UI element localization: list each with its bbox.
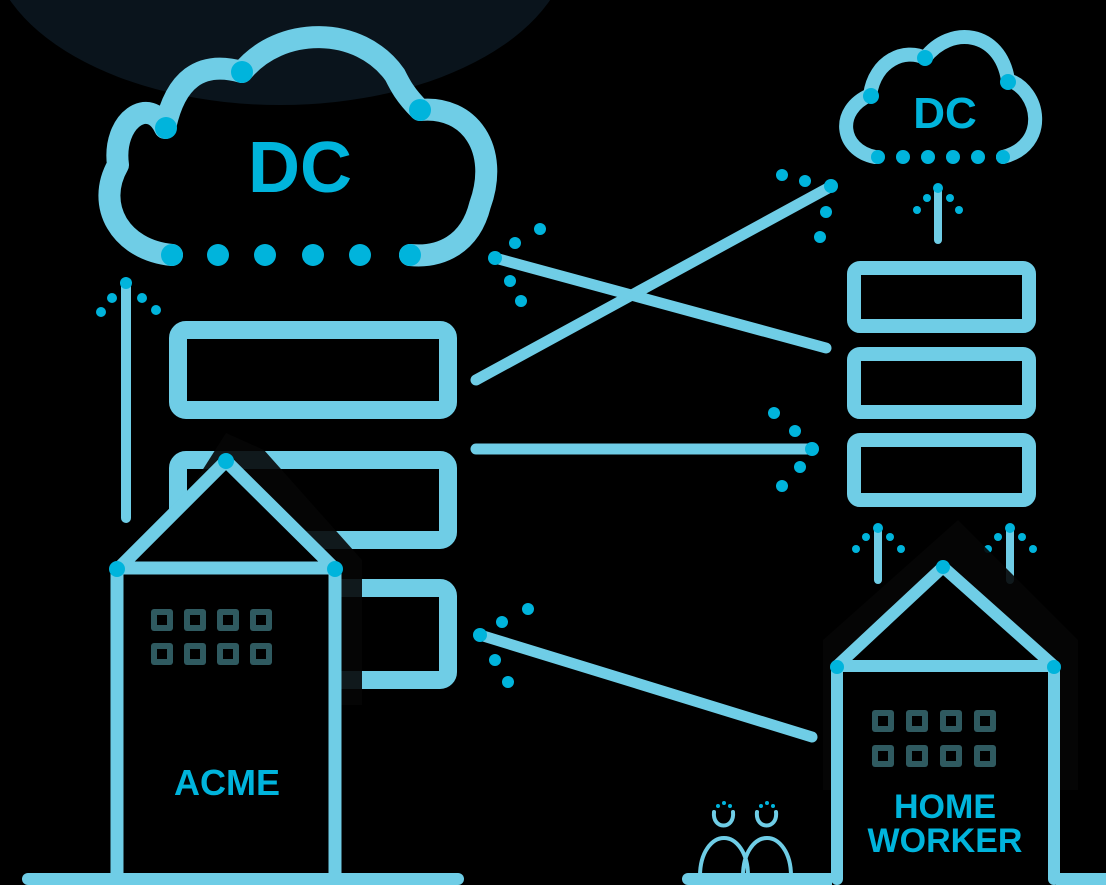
server-rack-right (847, 261, 1036, 507)
acme-building: ACME (106, 433, 362, 885)
cloud-right: DC (839, 30, 1043, 164)
home-label-line2: WORKER (868, 822, 1023, 860)
dc-right-label: DC (913, 89, 977, 138)
signal-dots (473, 169, 838, 688)
home-label-line1: HOME (894, 788, 996, 826)
people-icon (698, 801, 793, 878)
dc-left-label: DC (248, 128, 352, 208)
home-worker-building: HOME WORKER (823, 520, 1078, 885)
cloud-left: DC (98, 26, 498, 267)
acme-label: ACME (174, 762, 280, 803)
uplink-home (852, 523, 1037, 584)
uplink-left (96, 277, 161, 523)
connection-links (470, 181, 836, 743)
uplink-right (913, 183, 963, 244)
